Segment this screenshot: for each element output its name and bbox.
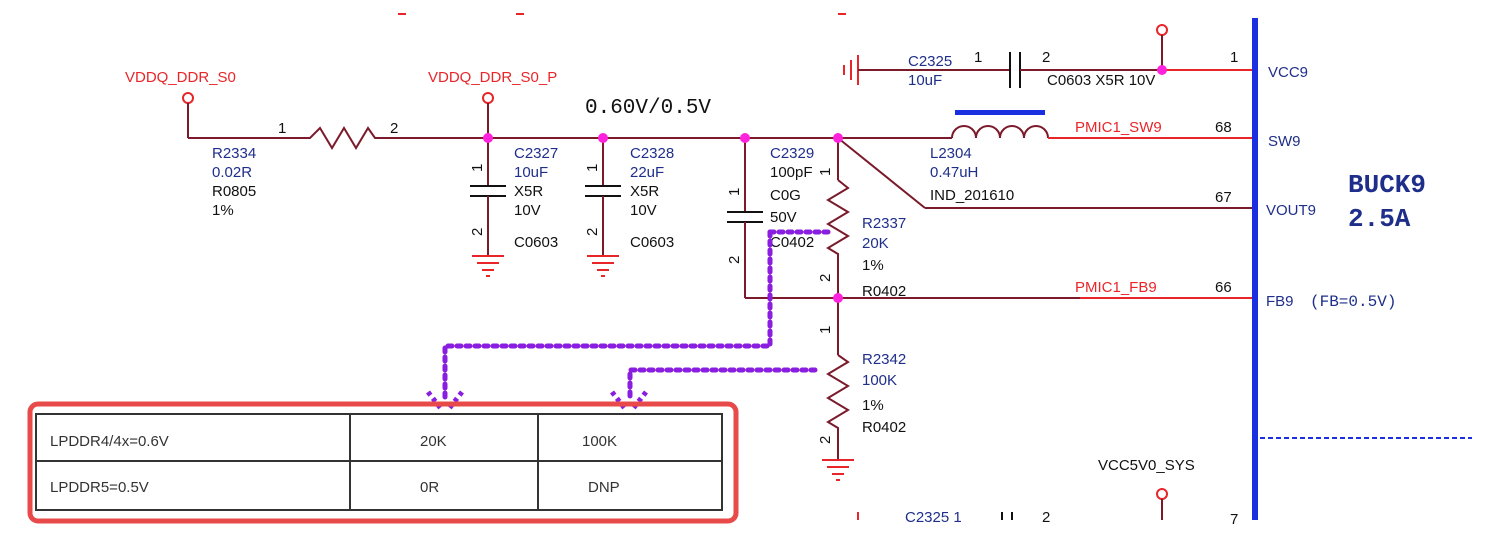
c2328-dielectric: X5R — [630, 183, 659, 200]
ground-symbol — [587, 255, 619, 277]
ground-symbol — [472, 255, 504, 277]
ic-pin-vcc9: 1 VCC9 — [1230, 49, 1308, 81]
c2325-ref: C2325 — [908, 53, 952, 70]
c2325-info: C0603 X5R 10V — [1047, 72, 1155, 89]
bottom-edge-components: VCC5V0_SYS C2325 1 2 — [857, 457, 1195, 526]
r2334-value: 0.02R — [212, 164, 252, 181]
resistor-callout-arrows — [426, 229, 831, 412]
r2342-value: 100K — [862, 372, 897, 389]
c2329-package: C0402 — [770, 234, 814, 251]
pin-name: FB9 — [1266, 293, 1294, 310]
net-label-vddq-p: VDDQ_DDR_S0_P — [428, 69, 557, 86]
c2329-dielectric: C0G — [770, 187, 801, 204]
r2342-package: R0402 — [862, 419, 906, 436]
net-label-sw9: PMIC1_SW9 — [1075, 119, 1162, 136]
r2342-ref: R2342 — [862, 351, 906, 368]
pin-number: 67 — [1215, 189, 1232, 206]
r2334-tolerance: 1% — [212, 202, 234, 219]
table-row-1-r-bottom: 100K — [582, 433, 617, 450]
pin-number: 66 — [1215, 279, 1232, 296]
ground-symbol — [822, 459, 854, 481]
ic-pin-vout9: 67 VOUT9 — [1215, 189, 1316, 219]
c2329-pin1: 1 — [726, 188, 743, 196]
c2327-pin2: 2 — [469, 228, 486, 236]
c2327-package: C0603 — [514, 234, 558, 251]
r2337-package: R0402 — [862, 283, 906, 300]
r2342-pin2: 2 — [817, 436, 834, 444]
pin-name: VCC9 — [1268, 64, 1308, 81]
r2334-pin1: 1 — [278, 120, 286, 137]
capacitor-c2325: C2325 10uF 1 2 C0603 X5R 10V — [843, 24, 1252, 89]
l2304-ref: L2304 — [930, 145, 972, 162]
table-row-2-r-top: 0R — [420, 479, 439, 496]
buck-current: 2.5A — [1348, 204, 1411, 234]
table-row-2-label: LPDDR5=0.5V — [50, 479, 149, 496]
c2328-pin2: 2 — [584, 228, 601, 236]
ic-pin-7: 7 — [1230, 511, 1238, 528]
c2327-ref: C2327 — [514, 145, 558, 162]
l2304-package: IND_201610 — [930, 187, 1014, 204]
r2337-pin2: 2 — [817, 274, 834, 282]
pin-name: VOUT9 — [1266, 202, 1316, 219]
r2337-value: 20K — [862, 235, 889, 252]
r2342-tolerance: 1% — [862, 397, 884, 414]
r2342-pin1: 1 — [817, 326, 834, 334]
c2325-bottom-label: C2325 1 — [905, 509, 962, 526]
c2325-pin1: 1 — [974, 49, 982, 66]
c2325-value: 10uF — [908, 72, 942, 89]
inductor-l2304: L2304 0.47uH IND_201610 PMIC1_SW9 — [838, 110, 1252, 204]
vddq-p-port: VDDQ_DDR_S0_P — [428, 69, 557, 138]
table-row-2-r-bottom: DNP — [588, 479, 620, 496]
c2328-pin1: 1 — [584, 164, 601, 172]
table-row-1-r-top: 20K — [420, 433, 447, 450]
r2337-pin1: 1 — [817, 168, 834, 176]
pin-number: 1 — [1230, 49, 1238, 66]
c2327-value: 10uF — [514, 164, 548, 181]
highlight-box — [27, 401, 739, 524]
r2337-tolerance: 1% — [862, 257, 884, 274]
net-label-vcc5v0: VCC5V0_SYS — [1098, 457, 1195, 474]
pin-number: 68 — [1215, 119, 1232, 136]
ic-body-bar — [1252, 18, 1258, 520]
c2329-value: 100pF — [770, 164, 813, 181]
resistor-r2334: 1 2 R2334 0.02R R0805 1% — [212, 120, 488, 219]
capacitor-c2327: 1 2 C2327 10uF X5R 10V C0603 — [469, 138, 558, 277]
voltage-note: 0.60V/0.5V — [585, 97, 711, 120]
c2329-ref: C2329 — [770, 145, 814, 162]
r2337-ref: R2337 — [862, 215, 906, 232]
c2327-pin1: 1 — [469, 164, 486, 172]
resistor-r2337: 1 2 R2337 20K 1% R0402 — [817, 168, 906, 300]
resistor-zigzag — [300, 126, 488, 150]
pin-number: 7 — [1230, 511, 1238, 528]
ic-pin-fb9: PMIC1_FB9 66 FB9 (FB=0.5V) — [1075, 279, 1396, 311]
c2327-dielectric: X5R — [514, 183, 543, 200]
r2334-pin2: 2 — [390, 120, 398, 137]
junctions — [483, 65, 1167, 303]
c2325-bottom-pin2: 2 — [1042, 509, 1050, 526]
ic-pin-sw9: 68 SW9 — [1215, 119, 1301, 150]
capacitor-c2329: 1 2 C2329 100pF C0G 50V C0402 — [726, 138, 814, 298]
c2328-package: C0603 — [630, 234, 674, 251]
c2328-value: 22uF — [630, 164, 664, 181]
l2304-value: 0.47uH — [930, 164, 978, 181]
table-row-1-label: LPDDR4/4x=0.6V — [50, 433, 169, 450]
capacitor-c2328: 1 2 C2328 22uF X5R 10V C0603 — [584, 138, 674, 277]
vddq-port: VDDQ_DDR_S0 — [125, 69, 300, 139]
fb-note: (FB=0.5V) — [1310, 293, 1396, 311]
config-table: LPDDR4/4x=0.6V 20K 100K LPDDR5=0.5V 0R D… — [27, 401, 739, 524]
c2327-voltage: 10V — [514, 202, 541, 219]
net-label-vddq: VDDQ_DDR_S0 — [125, 69, 236, 86]
c2328-ref: C2328 — [630, 145, 674, 162]
c2325-pin2: 2 — [1042, 49, 1050, 66]
c2329-pin2: 2 — [726, 256, 743, 264]
net-label-fb9: PMIC1_FB9 — [1075, 279, 1157, 296]
buck-name: BUCK9 — [1348, 170, 1426, 200]
r2334-package: R0805 — [212, 183, 256, 200]
r2334-ref: R2334 — [212, 145, 256, 162]
c2328-voltage: 10V — [630, 202, 657, 219]
resistor-r2342: 1 2 R2342 100K 1% R0402 — [817, 326, 906, 444]
c2329-voltage: 50V — [770, 209, 797, 226]
pin-name: SW9 — [1268, 133, 1301, 150]
